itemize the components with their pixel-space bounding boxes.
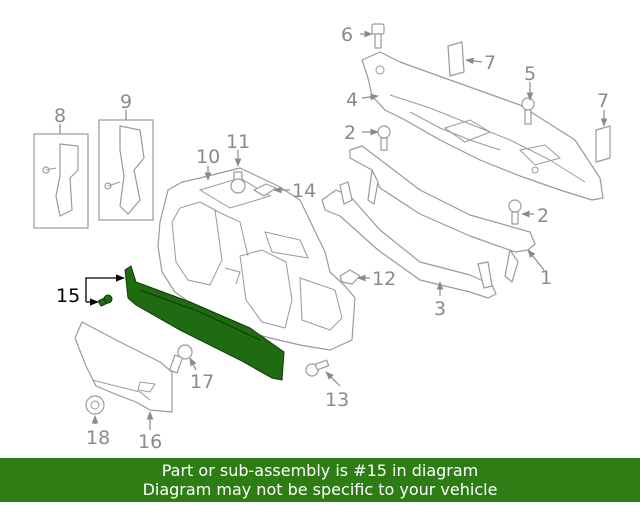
parts-diagram: 1 2 2 3 4 5 6 7 7 8 9 10 11 12 13 14 15 … (33, 23, 611, 453)
part-18-nut (85, 395, 105, 415)
callout-10: 10 (196, 146, 220, 168)
leader-lines (59, 30, 608, 430)
part-6-bolt (371, 23, 385, 49)
part-4-radiator-cover (361, 51, 604, 201)
banner-line-1: Part or sub-assembly is #15 in diagram (161, 461, 479, 480)
part-16-lower-shield (74, 321, 173, 413)
callout-2-upper: 2 (344, 122, 356, 144)
callout-7-upper: 7 (484, 52, 496, 74)
callout-1: 1 (540, 267, 552, 289)
notice-banner: Part or sub-assembly is #15 in diagram D… (0, 458, 640, 502)
callout-11: 11 (226, 131, 250, 153)
callout-8: 8 (54, 105, 66, 127)
callout-17: 17 (190, 371, 214, 393)
callout-16: 16 (138, 431, 162, 453)
callout-9: 9 (120, 91, 132, 113)
part-15-highlighted (124, 265, 285, 381)
callout-13: 13 (325, 389, 349, 411)
callout-2-lower: 2 (537, 205, 549, 227)
callout-12: 12 (372, 268, 396, 290)
callout-3: 3 (434, 298, 446, 320)
part-11-bolt (230, 171, 246, 194)
part-9-box (98, 119, 154, 221)
callout-7-right: 7 (597, 90, 609, 112)
callout-15: 15 (56, 285, 80, 307)
part-3-lower-beam (321, 181, 497, 299)
part-7-pad-upper (447, 41, 465, 77)
part-13-bolt (305, 359, 330, 377)
banner-line-2: Diagram may not be specific to your vehi… (142, 480, 498, 499)
part-17-bolt (168, 344, 193, 374)
callout-6: 6 (341, 24, 353, 46)
part-2-bolt-upper (377, 125, 391, 151)
part-2-bolt-lower (508, 199, 522, 225)
part-10-radiator-support (157, 167, 356, 351)
callout-14: 14 (292, 180, 316, 202)
callout-4: 4 (346, 89, 358, 111)
callout-18: 18 (86, 427, 110, 449)
callout-5: 5 (524, 63, 536, 85)
part-8-box (33, 133, 89, 229)
part-15-bolt (98, 294, 113, 307)
part-12-clip (339, 269, 361, 285)
part-7-pad-right (595, 125, 611, 163)
